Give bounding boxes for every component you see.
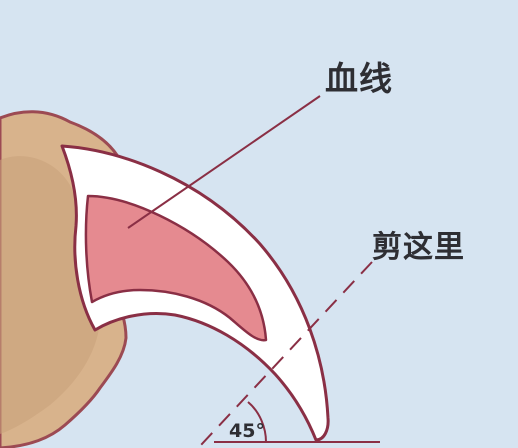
angle-label: 45° xyxy=(229,420,265,442)
cut-here-label: 剪这里 xyxy=(372,222,465,266)
quick-label: 血线 xyxy=(325,52,393,100)
